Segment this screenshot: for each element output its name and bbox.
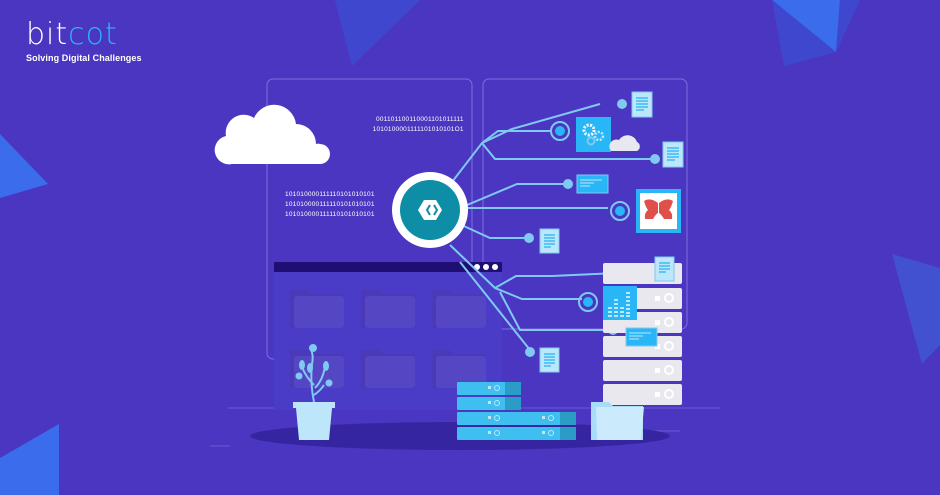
cloud-icon	[214, 104, 330, 165]
window-icon	[625, 327, 658, 347]
binary-text-top: 001101100110001101011111 101010000111110…	[372, 116, 464, 133]
triangle-shape	[335, 0, 420, 66]
logo-tagline: Solving Digital Challenges	[26, 53, 142, 63]
binary-text-left: 101010000111110101010101 101010000111110…	[285, 191, 375, 218]
logo-wordmark: bitcot	[26, 17, 118, 52]
document-icon	[654, 256, 675, 282]
document-icon	[631, 91, 653, 118]
bar-chart-icon	[603, 286, 637, 320]
window-icon	[576, 174, 609, 194]
plant-icon	[293, 344, 335, 440]
storage-stack	[457, 382, 576, 440]
code-brackets-hexagon-icon	[418, 200, 442, 220]
folder-icon	[591, 402, 644, 440]
document-icon	[662, 141, 684, 168]
document-icon	[539, 228, 560, 254]
brand-logo[interactable]: bitcot Solving Digital Challenges	[26, 17, 142, 64]
document-icon	[539, 347, 560, 373]
